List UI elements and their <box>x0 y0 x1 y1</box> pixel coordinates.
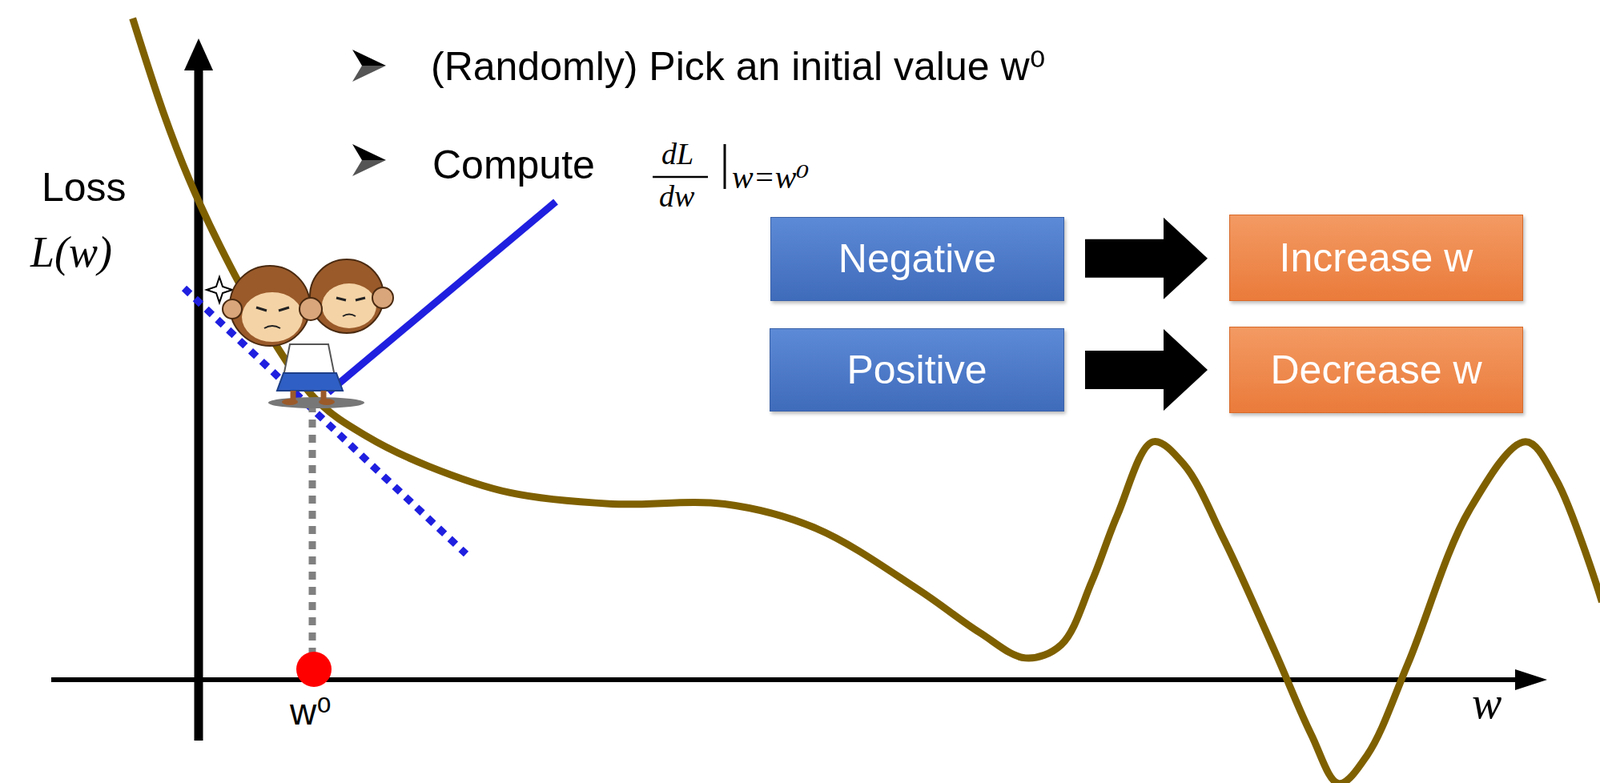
monkey-character-part <box>321 283 377 329</box>
monkey-character-part <box>299 297 322 321</box>
bullet-marker-part <box>352 144 386 161</box>
bullet-marker <box>352 144 386 177</box>
box-text: Increase w <box>1279 236 1474 281</box>
monkey-character-part <box>372 287 394 309</box>
box-text: Positive <box>846 348 987 393</box>
y-axis-head <box>184 38 214 71</box>
monkey-character-part <box>342 314 356 318</box>
box-text: Negative <box>838 237 997 282</box>
drop-line <box>309 404 317 662</box>
axis-label: Loss <box>41 165 127 210</box>
monkey-character-part <box>318 398 335 406</box>
tangent-line <box>184 288 467 555</box>
x-axis-head <box>1515 669 1548 691</box>
monkey-character-part <box>277 373 343 391</box>
math-label: dw <box>659 180 695 214</box>
action-box: Decrease w <box>1229 326 1524 414</box>
axis-label: w <box>1471 679 1502 729</box>
step-text: Compute <box>432 143 595 188</box>
block-arrow <box>1085 329 1208 411</box>
bullet-marker <box>352 49 386 82</box>
box-text: Decrease w <box>1270 348 1483 393</box>
monkey-character-part <box>293 390 324 401</box>
monkey-character-part <box>268 397 365 409</box>
bullet-marker-part <box>352 160 386 177</box>
monkey-character-part <box>336 297 366 301</box>
monkey-character-part <box>222 299 242 319</box>
axes <box>51 38 1548 741</box>
monkey-character-part <box>283 344 335 377</box>
initial-point <box>296 651 332 688</box>
block-arrow <box>1085 217 1208 300</box>
bullet-marker-part <box>352 49 386 66</box>
math-label: w=w⁰ <box>731 160 809 196</box>
monkey-character-part <box>241 292 303 342</box>
condition-box: Positive <box>769 328 1065 412</box>
x-axis <box>51 677 1518 683</box>
fraction-bar <box>652 176 708 179</box>
monkey-character-part <box>281 398 298 406</box>
step-text: (Randomly) Pick an initial value w⁰ <box>430 44 1046 89</box>
axis-label: L(w) <box>30 229 113 277</box>
monkey-character-part <box>256 307 290 311</box>
monkey-character-part <box>264 325 281 329</box>
monkey-character <box>206 259 394 409</box>
y-axis <box>194 64 204 741</box>
condition-box: Negative <box>770 217 1065 302</box>
monkey-character-part <box>206 277 233 303</box>
bullet-marker-part <box>352 65 386 82</box>
math-label: dL <box>661 137 694 172</box>
evaluation-bar <box>723 144 727 189</box>
math-label: w⁰ <box>289 691 332 733</box>
loss-curve <box>132 18 1600 783</box>
action-box: Increase w <box>1229 214 1524 302</box>
